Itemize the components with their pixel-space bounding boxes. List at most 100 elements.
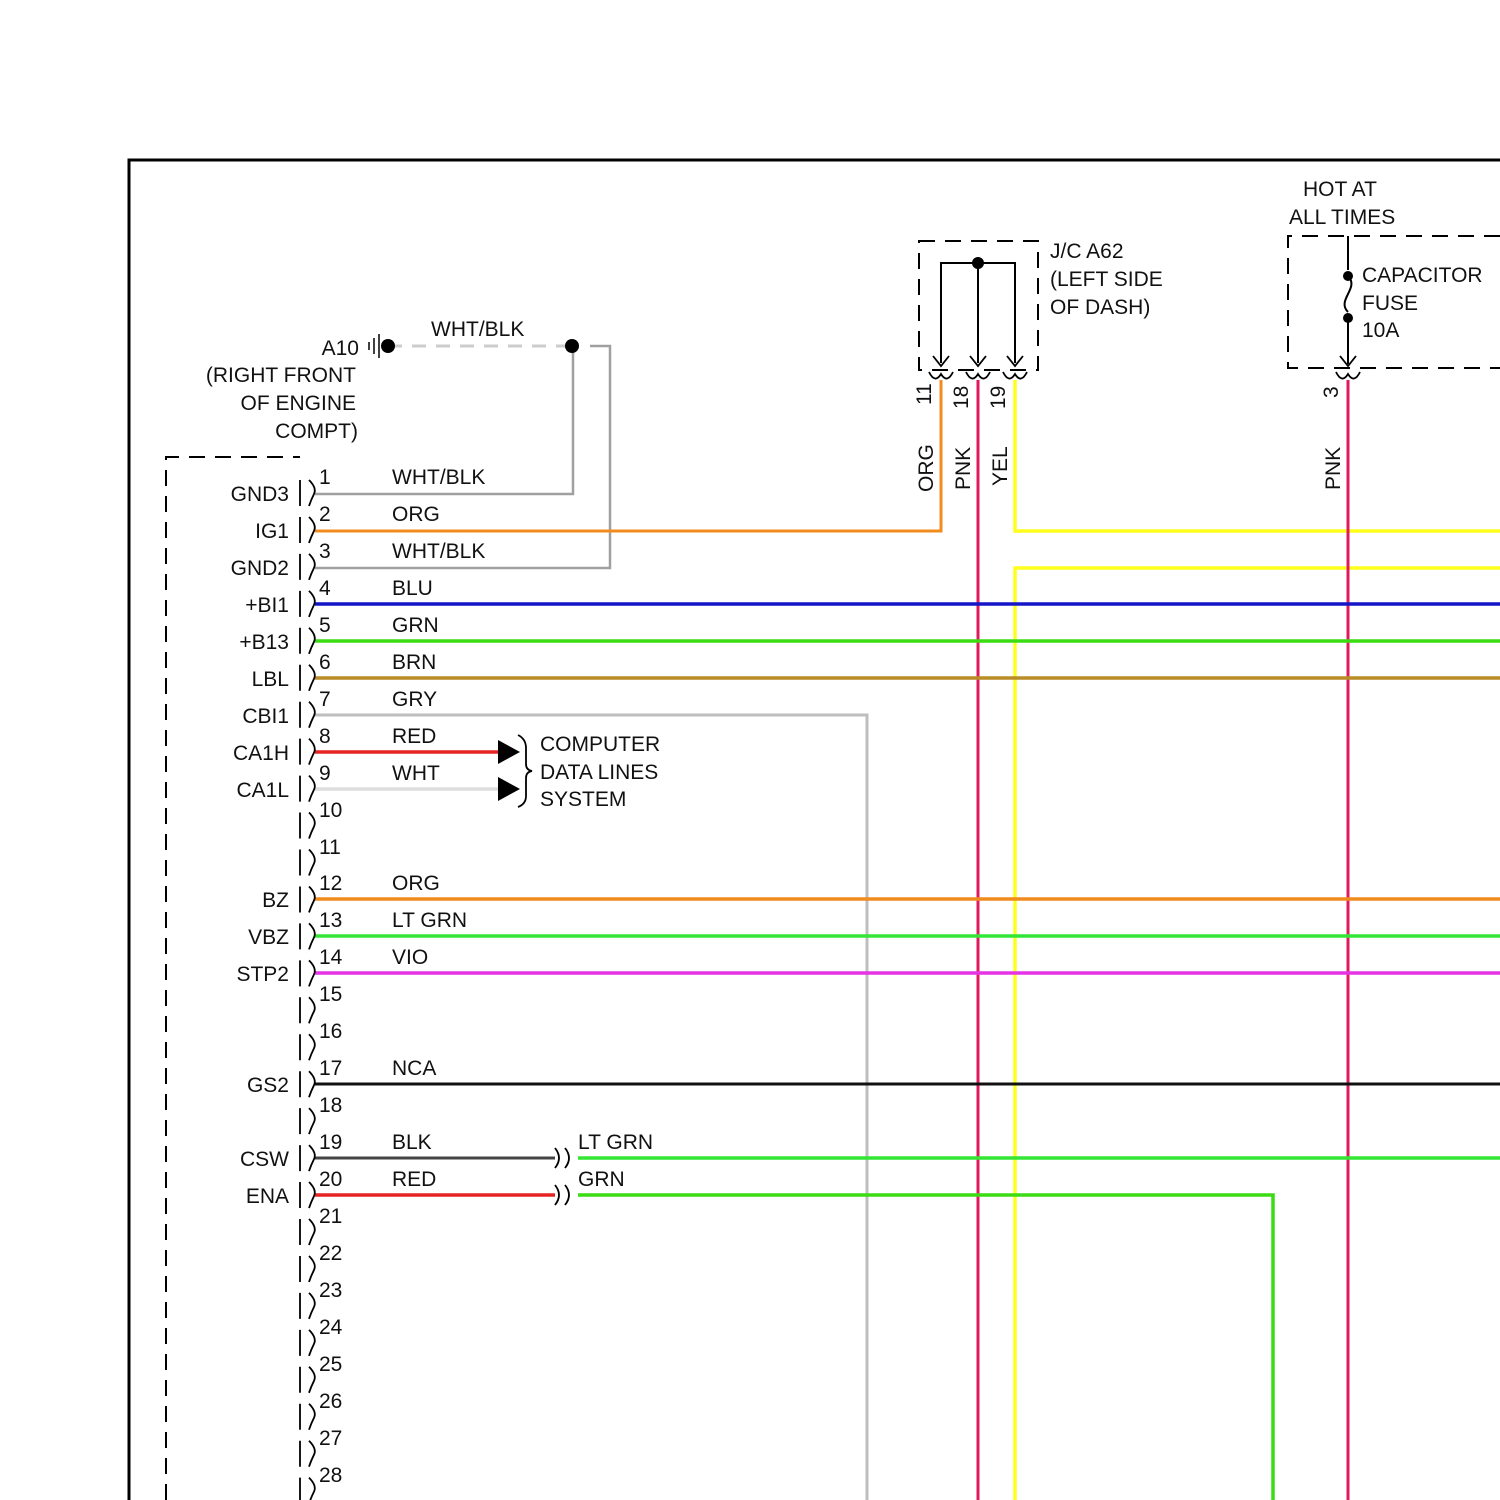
pin-number: 22 bbox=[319, 1242, 342, 1265]
pin-connector bbox=[300, 776, 315, 802]
data-lines-label-2: DATA LINES bbox=[540, 761, 658, 784]
pin-signal-label: BZ bbox=[262, 889, 289, 912]
pin-connector bbox=[300, 628, 315, 654]
pin-number: 10 bbox=[319, 799, 342, 822]
pin-signal-label: LBL bbox=[252, 668, 289, 691]
pin-signal-label: CA1L bbox=[236, 779, 289, 802]
junction-location-1: (LEFT SIDE bbox=[1050, 268, 1163, 291]
junction-pin-18: 18 bbox=[950, 386, 973, 409]
pin-wire-color: ORG bbox=[392, 872, 440, 895]
pin-number: 13 bbox=[319, 909, 342, 932]
pin-number: 11 bbox=[319, 836, 341, 859]
pin-number: 2 bbox=[319, 503, 331, 526]
junction-dot bbox=[972, 257, 984, 269]
pin-signal-label: IG1 bbox=[255, 520, 289, 543]
pin-number: 25 bbox=[319, 1353, 342, 1376]
pin-signal-label: CSW bbox=[240, 1148, 289, 1171]
pin-connector bbox=[300, 591, 315, 617]
data-lines-label-1: COMPUTER bbox=[540, 733, 660, 756]
connector-pins bbox=[300, 480, 315, 1500]
wire-pin3-gnd bbox=[315, 346, 610, 568]
pin-number: 17 bbox=[319, 1057, 342, 1080]
pin-signal-label: VBZ bbox=[248, 926, 289, 949]
pin-wire-color: NCA bbox=[392, 1057, 436, 1080]
junction-wire-pnk: PNK bbox=[952, 447, 975, 490]
pin-number: 1 bbox=[319, 466, 331, 489]
pin-wire-color: WHT/BLK bbox=[392, 466, 485, 489]
pin-number: 18 bbox=[319, 1094, 342, 1117]
pin-wire-color: WHT/BLK bbox=[392, 540, 485, 563]
junction-pin-19: 19 bbox=[987, 386, 1010, 409]
wire-yel-second bbox=[1015, 568, 1500, 1500]
pin-wire-color: BRN bbox=[392, 651, 436, 674]
inline-wire-grn: GRN bbox=[578, 1168, 625, 1191]
splice-dot bbox=[565, 339, 579, 353]
pin-connector bbox=[300, 960, 315, 986]
fuse-header-1: HOT AT bbox=[1303, 178, 1377, 201]
junction-wire-yel: YEL bbox=[989, 446, 1012, 486]
pin-number: 20 bbox=[319, 1168, 342, 1191]
pin-signal-label: GND2 bbox=[231, 557, 289, 580]
wire-gry-vertical bbox=[315, 715, 867, 1500]
pin-signal-label: CA1H bbox=[233, 742, 289, 765]
pin-signal-label: ENA bbox=[246, 1185, 289, 1208]
data-line-arrow-ca1h bbox=[498, 740, 520, 764]
pin-connector bbox=[300, 813, 315, 839]
fuse-name-3: 10A bbox=[1362, 319, 1399, 342]
pin-connector bbox=[300, 886, 315, 912]
pin-connector bbox=[300, 1071, 315, 1097]
pin-number: 3 bbox=[319, 540, 331, 563]
pin-number: 8 bbox=[319, 725, 331, 748]
pin-wire-color: GRN bbox=[392, 614, 439, 637]
fuse-element bbox=[1345, 276, 1352, 312]
pin-number: 7 bbox=[319, 688, 331, 711]
pin-number: 27 bbox=[319, 1427, 342, 1450]
pin-number: 15 bbox=[319, 983, 342, 1006]
pin-number: 5 bbox=[319, 614, 331, 637]
fuse-header-2: ALL TIMES bbox=[1289, 206, 1395, 229]
ground-location-2: OF ENGINE bbox=[240, 392, 356, 415]
data-line-arrow-ca1l bbox=[498, 777, 520, 801]
pin-number: 9 bbox=[319, 762, 331, 785]
ground-location-3: COMPT) bbox=[275, 420, 358, 443]
data-lines-brace bbox=[518, 735, 532, 807]
computer-data-lines: COMPUTER DATA LINES SYSTEM bbox=[498, 733, 660, 811]
ground-wire-label: WHT/BLK bbox=[431, 318, 524, 341]
pin-connector bbox=[300, 554, 315, 580]
pin-number: 26 bbox=[319, 1390, 342, 1413]
pin-wire-color: ORG bbox=[392, 503, 440, 526]
pin-wire-color: RED bbox=[392, 725, 436, 748]
pin-connector bbox=[300, 517, 315, 543]
junction-id: J/C A62 bbox=[1050, 240, 1124, 263]
ground-dot bbox=[381, 339, 395, 353]
connector-pin-texts: 1GND3WHT/BLK2IG1ORG3GND2WHT/BLK4+BI1BLU5… bbox=[231, 466, 486, 1487]
pin-connector bbox=[300, 1367, 315, 1393]
pin-connector bbox=[300, 702, 315, 728]
junction-wire-org: ORG bbox=[915, 444, 938, 492]
junction-location-2: OF DASH) bbox=[1050, 296, 1150, 319]
pin-number: 23 bbox=[319, 1279, 342, 1302]
pin-number: 16 bbox=[319, 1020, 342, 1043]
pin-connector bbox=[300, 1256, 315, 1282]
junction-pin-11: 11 bbox=[913, 383, 936, 405]
ground-a10: A10 (RIGHT FRONT OF ENGINE COMPT) WHT/BL… bbox=[206, 318, 579, 443]
pin-connector bbox=[300, 1478, 315, 1500]
inline-wire-ltgrn: LT GRN bbox=[578, 1131, 653, 1154]
pin-wire-color: RED bbox=[392, 1168, 436, 1191]
pin-connector bbox=[300, 1108, 315, 1134]
pin-wire-color: GRY bbox=[392, 688, 437, 711]
pin-number: 14 bbox=[319, 946, 343, 969]
pin-wire-color: VIO bbox=[392, 946, 428, 969]
pin-number: 19 bbox=[319, 1131, 342, 1154]
pin-signal-label: +B13 bbox=[239, 631, 289, 654]
pin-connector bbox=[300, 1293, 315, 1319]
pin-number: 12 bbox=[319, 872, 342, 895]
pin-connector bbox=[300, 1441, 315, 1467]
pin-connector bbox=[300, 850, 315, 876]
inline-connector-csw bbox=[555, 1148, 569, 1168]
wire-grn-ena bbox=[578, 1195, 1273, 1500]
fuse-pin-bracket bbox=[1336, 372, 1360, 379]
junction-bus bbox=[941, 263, 1015, 363]
fuse-name-2: FUSE bbox=[1362, 292, 1418, 315]
